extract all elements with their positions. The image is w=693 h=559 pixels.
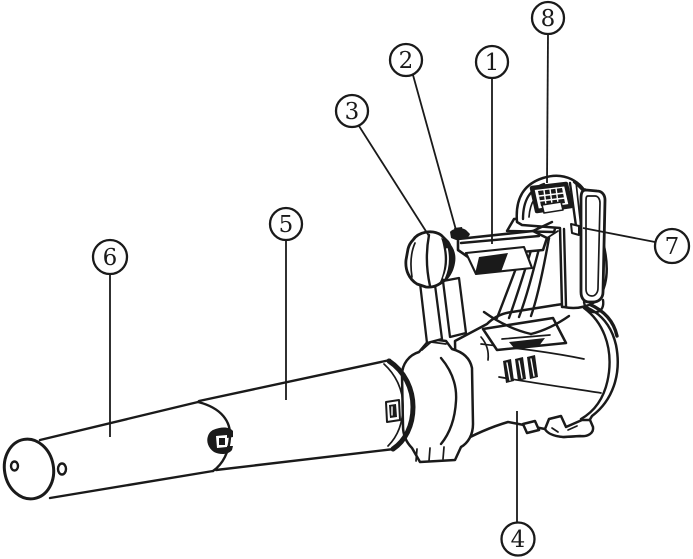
inlet-curve xyxy=(480,336,490,361)
callout-circle xyxy=(334,93,370,129)
housing-top-edge-left xyxy=(482,310,533,336)
trigger xyxy=(438,238,456,286)
battery-latch-bar xyxy=(579,188,607,304)
indicator-window xyxy=(541,201,564,214)
rear-tube-bottom-edge xyxy=(214,447,396,472)
callout-layer: 1 2 3 4 5 6 7 8 xyxy=(91,0,691,557)
indicator-grid xyxy=(538,187,566,206)
housing-seam-upper xyxy=(480,343,585,360)
rear-tube-top-edge xyxy=(197,358,392,403)
fan-housing xyxy=(453,302,619,446)
callout-number: 8 xyxy=(541,6,556,32)
tube-junction-ring xyxy=(386,358,416,452)
callout-circle xyxy=(388,42,424,78)
callout-7: 7 xyxy=(582,227,691,265)
battery-pack xyxy=(515,174,608,314)
air-vents xyxy=(503,355,538,383)
front-tube-bottom-edge xyxy=(48,469,215,500)
latch-bar-inner xyxy=(585,195,601,297)
callout-number: 4 xyxy=(511,527,526,553)
nozzle-end-cap xyxy=(2,437,56,501)
callout-3: 3 xyxy=(334,93,430,237)
callout-4: 4 xyxy=(500,411,536,557)
housing-top-edge-right xyxy=(529,314,571,336)
callout-leader-line xyxy=(582,227,656,243)
callout-5: 5 xyxy=(268,206,304,400)
latch-notch xyxy=(570,223,580,236)
callout-number: 5 xyxy=(279,212,294,238)
panel-accent xyxy=(501,334,551,340)
callout-leader-line xyxy=(546,33,549,184)
callout-circle xyxy=(653,227,691,265)
handle-assembly xyxy=(404,220,559,289)
volute-rim xyxy=(579,306,611,421)
callout-number: 6 xyxy=(103,245,118,271)
blower-tube-front xyxy=(2,400,233,501)
callout-circle xyxy=(500,521,536,557)
callout-number: 1 xyxy=(485,50,500,76)
nozzle-hole xyxy=(9,460,20,472)
tube-pin-hole xyxy=(56,462,68,476)
callout-circle xyxy=(91,238,129,276)
callout-circle xyxy=(268,206,304,242)
callout-6: 6 xyxy=(91,238,129,437)
tube-joint-clip xyxy=(207,427,233,455)
callout-leader-line xyxy=(358,125,430,237)
callout-leader-line xyxy=(412,74,457,231)
callout-1: 1 xyxy=(474,44,510,244)
callout-number: 3 xyxy=(345,99,360,125)
collar-face-arc xyxy=(439,356,458,446)
callout-circle xyxy=(474,44,510,80)
callout-circle xyxy=(530,0,566,36)
housing-foot-small xyxy=(521,419,541,435)
callout-2: 2 xyxy=(388,42,457,231)
housing-top-panel xyxy=(481,316,568,352)
panel-shadow xyxy=(509,338,545,348)
blower-tube-rear xyxy=(197,358,416,472)
front-tube-top-edge xyxy=(38,400,200,442)
latch-bottom-hook xyxy=(582,298,605,314)
volute-top-curve xyxy=(587,302,619,338)
handle-under-stripe xyxy=(475,253,508,274)
callout-number: 7 xyxy=(665,234,680,260)
speed-dial-knob xyxy=(404,230,454,289)
battery-front-edge xyxy=(562,227,568,308)
callout-8: 8 xyxy=(530,0,566,184)
callout-number: 2 xyxy=(399,48,414,74)
